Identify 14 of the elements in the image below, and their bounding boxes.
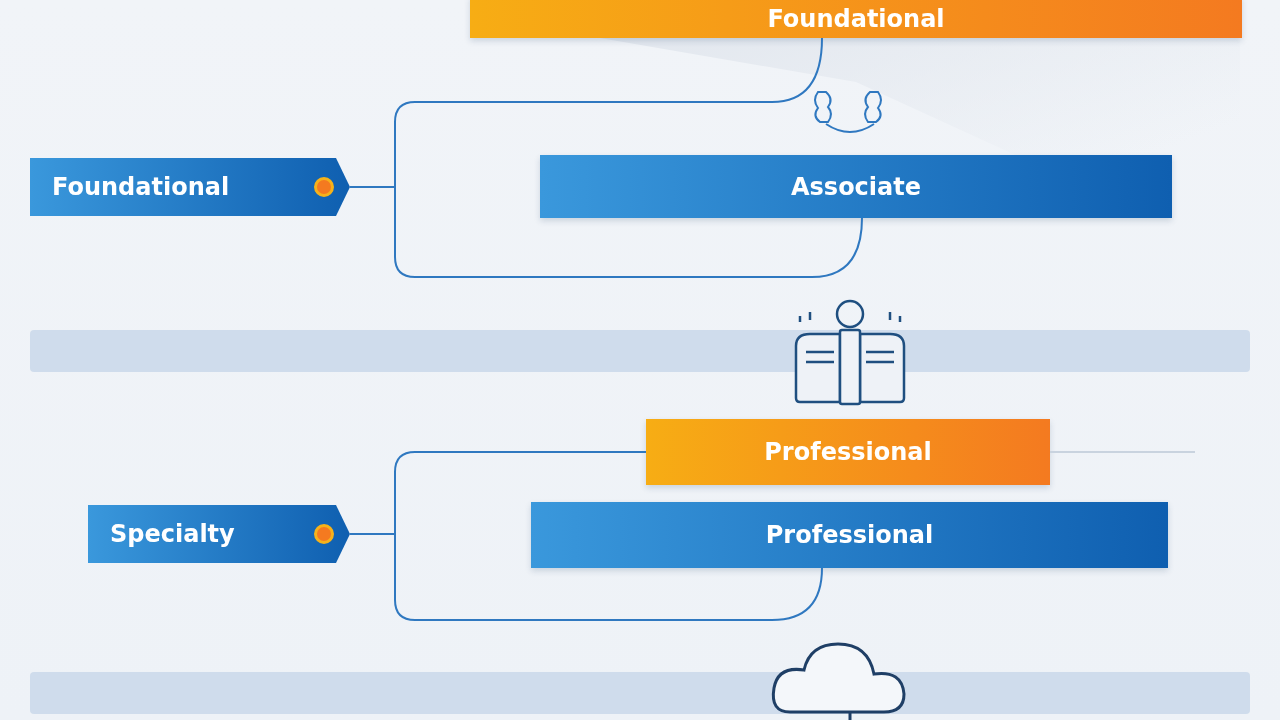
- level-label: Associate: [791, 172, 921, 201]
- level-bar: [531, 502, 1168, 568]
- label-tag: [88, 505, 350, 563]
- label-tag: [30, 158, 350, 216]
- level-label: Specialty: [110, 520, 235, 548]
- level-bar: [470, 0, 1242, 38]
- level-label: Foundational: [767, 5, 945, 33]
- level-bar: [646, 419, 1050, 485]
- divider-band: [30, 330, 1250, 372]
- level-label: Foundational: [52, 173, 230, 201]
- divider-band: [30, 672, 1250, 714]
- level-bar: [540, 155, 1172, 218]
- level-label: Professional: [765, 521, 934, 549]
- level-label: Professional: [764, 438, 932, 466]
